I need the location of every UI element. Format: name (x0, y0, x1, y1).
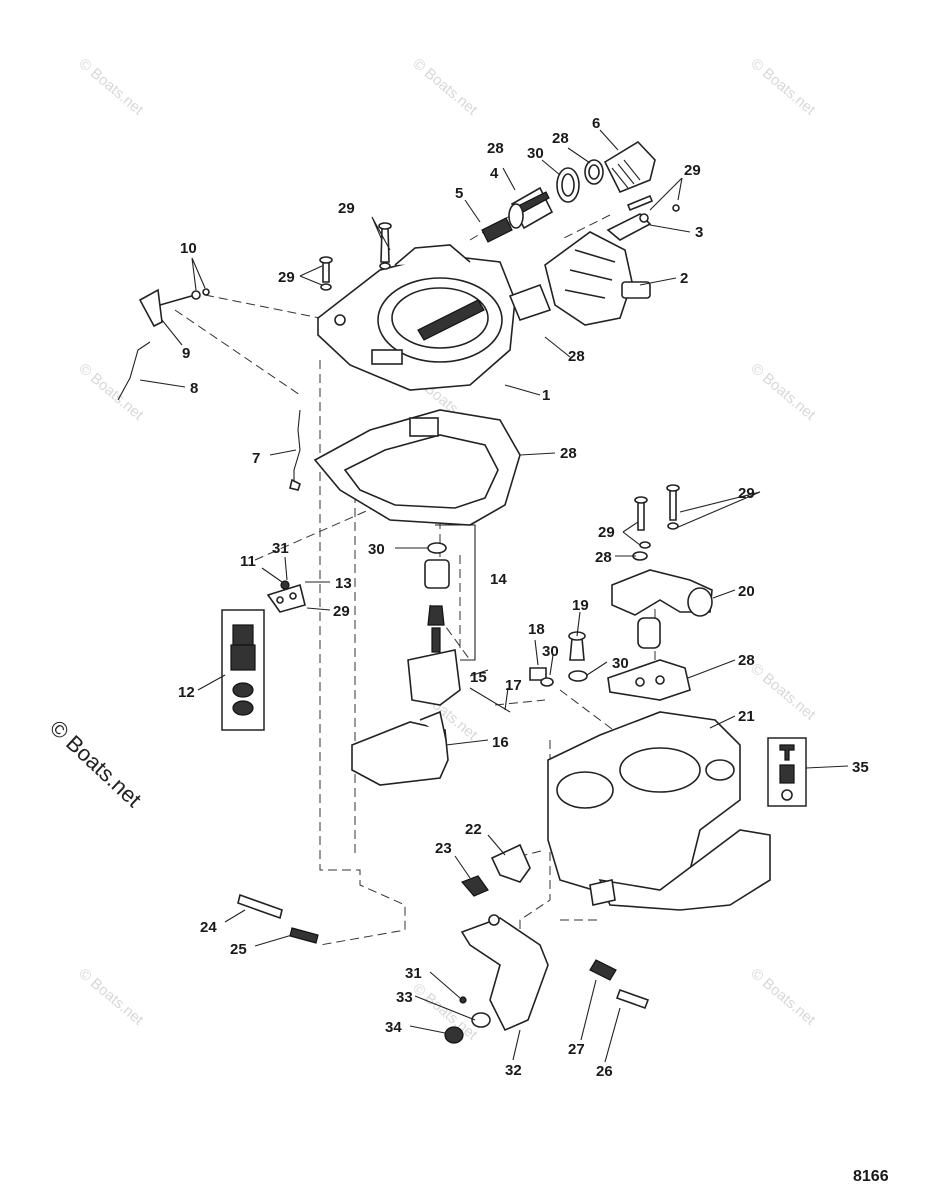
float (351, 710, 449, 786)
cam-and-screw (460, 843, 531, 897)
callout-13: 13 (335, 575, 352, 592)
callout-11: 11 (240, 553, 256, 570)
callout-29: 29 (338, 200, 355, 217)
callout-17: 17 (505, 677, 522, 694)
callout-9: 9 (182, 345, 190, 362)
callout-23: 23 (435, 840, 452, 857)
callout-8: 8 (190, 380, 198, 397)
callout-34: 34 (385, 1019, 402, 1036)
watermark: © Boats.net (747, 660, 819, 724)
callout-35: 35 (852, 759, 869, 776)
callout-28: 28 (738, 652, 755, 669)
callout-31: 31 (272, 540, 289, 557)
callout-29: 29 (598, 524, 615, 541)
throttle-lever-assembly (444, 914, 549, 1044)
callout-29: 29 (333, 603, 350, 620)
needle-seat-parts (529, 631, 588, 687)
power-piston-kit (424, 524, 476, 661)
pump-cover-parts (266, 580, 306, 613)
watermark: © Boats.net (75, 55, 147, 119)
callout-26: 26 (596, 1063, 613, 1080)
idle-speed-screw (589, 959, 650, 1010)
callout-12: 12 (178, 684, 195, 701)
callout-6: 6 (592, 115, 600, 132)
pump-lever-housing (611, 541, 713, 649)
callout-28: 28 (595, 549, 612, 566)
callout-29: 29 (738, 485, 755, 502)
needle-seat-kit (767, 737, 807, 807)
callout-20: 20 (738, 583, 755, 600)
callout-30: 30 (542, 643, 559, 660)
callout-10: 10 (180, 240, 197, 257)
watermark: © Boats.net (747, 965, 819, 1029)
callout-30: 30 (368, 541, 385, 558)
air-horn-gasket (313, 409, 521, 526)
pump-rod (289, 409, 301, 491)
inlet-gaskets (508, 159, 604, 321)
watermark: © Boats.net (747, 55, 819, 119)
callout-28: 28 (487, 140, 504, 157)
choke-housing (544, 231, 651, 326)
callout-3: 3 (695, 224, 703, 241)
callout-28: 28 (560, 445, 577, 462)
figure-number: 8166 (853, 1168, 889, 1185)
inlet-nut (603, 140, 656, 194)
callout-15: 15 (470, 669, 487, 686)
float-hinge-bracket (407, 649, 461, 706)
filter-spring (481, 217, 513, 243)
callout-2: 2 (680, 270, 688, 287)
choke-bracket (606, 213, 652, 241)
callout-24: 24 (200, 919, 217, 936)
callout-30: 30 (612, 655, 629, 672)
callout-28: 28 (552, 130, 569, 147)
callout-33: 33 (396, 989, 413, 1006)
callout-29: 29 (684, 162, 701, 179)
callout-21: 21 (738, 708, 755, 725)
callout-18: 18 (528, 621, 545, 638)
leader-lines (139, 129, 849, 1063)
watermark: © Boats.net (75, 965, 147, 1029)
callout-16: 16 (492, 734, 509, 751)
callout-31: 31 (405, 965, 422, 982)
callout-25: 25 (230, 941, 247, 958)
callout-22: 22 (465, 821, 482, 838)
callout-19: 19 (572, 597, 589, 614)
float-hinge-pin (469, 687, 511, 713)
choke-rod-assembly (117, 288, 210, 401)
watermark: © Boats.net (75, 360, 147, 424)
carburetor-main-body (547, 711, 771, 911)
watermark: © Boats.net (409, 55, 481, 119)
callout-14: 14 (490, 571, 507, 588)
callout-7: 7 (252, 450, 260, 467)
idle-mixture-screw (237, 893, 319, 944)
pump-screws (634, 484, 680, 531)
callout-27: 27 (568, 1041, 585, 1058)
callout-29: 29 (278, 269, 295, 286)
callout-28: 28 (568, 348, 585, 365)
callout-labels: 1 2 3 4 5 6 7 8 9 10 11 12 13 14 15 16 1… (178, 115, 869, 1080)
carburetor-air-horn (317, 244, 516, 391)
callout-4: 4 (490, 165, 499, 182)
callout-1: 1 (542, 387, 550, 404)
accelerator-pump-kit (221, 609, 265, 731)
pump-gasket (607, 659, 691, 701)
callout-5: 5 (455, 185, 463, 202)
watermark: © Boats.net (747, 360, 819, 424)
fuel-filter (508, 186, 554, 230)
callout-30: 30 (527, 145, 544, 162)
callout-32: 32 (505, 1062, 522, 1079)
